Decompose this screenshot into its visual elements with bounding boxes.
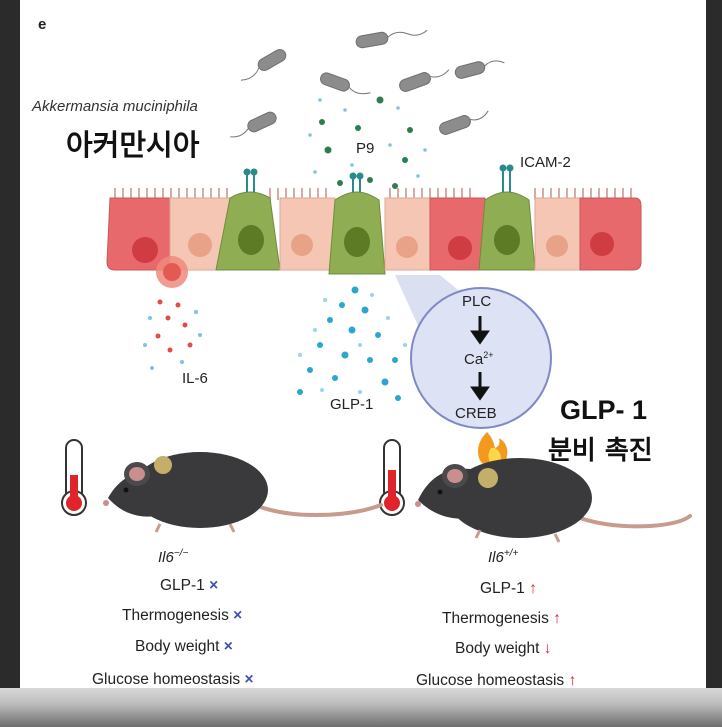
pathway-creb: CREB xyxy=(455,405,497,422)
il6-burst xyxy=(143,256,202,370)
zoom-projection xyxy=(395,275,470,330)
window-bottom-bar xyxy=(0,688,722,727)
enterocyte-peach xyxy=(279,197,336,271)
genotype-left: Il6−/− xyxy=(158,548,189,566)
outcome-left: Thermogenesis × xyxy=(122,607,243,624)
p9-fine-particles xyxy=(308,98,427,178)
bacterium xyxy=(240,49,287,81)
p9-particles xyxy=(319,96,413,189)
thermometer-icon-right xyxy=(379,439,405,516)
outcome-left: Body weight × xyxy=(135,638,233,655)
pathway-arrows xyxy=(470,316,490,401)
glp1-fine-particles xyxy=(298,293,407,394)
pathway-calcium: Ca2+ xyxy=(464,350,494,368)
bacterium xyxy=(230,111,277,138)
epithelium xyxy=(106,164,642,275)
enterocyte-peach xyxy=(534,197,581,271)
glp1-highlight-title: GLP- 1 xyxy=(560,395,648,425)
pathway-circle xyxy=(410,287,552,429)
enterocyte-red xyxy=(579,197,642,271)
p9-label: P9 xyxy=(356,140,375,157)
il6-label: IL-6 xyxy=(182,370,208,387)
figure-panel xyxy=(20,0,706,700)
outcome-right: Thermogenesis ↑ xyxy=(442,610,561,627)
bacterium xyxy=(454,60,505,79)
icam2-label: ICAM-2 xyxy=(520,154,571,171)
bacterium xyxy=(399,69,450,92)
pathway-plc: PLC xyxy=(462,293,492,310)
outcome-left: Glucose homeostasis × xyxy=(92,671,254,688)
bacterium xyxy=(320,72,371,95)
mouse-left xyxy=(103,452,383,533)
panel-letter: e xyxy=(38,16,47,33)
outcome-right: Body weight ↓ xyxy=(455,640,552,657)
glp1-secreted-label: GLP-1 xyxy=(330,396,374,413)
bacteria-group xyxy=(230,29,505,138)
outcome-right: GLP-1 ↑ xyxy=(480,580,537,597)
enterocyte-peach xyxy=(384,197,431,271)
outcome-left: GLP-1 × xyxy=(160,577,219,594)
mouse-right xyxy=(415,458,692,543)
bacterium xyxy=(355,29,428,49)
species-latin-name: Akkermansia muciniphila xyxy=(32,98,198,115)
thermometer-icon-left xyxy=(61,439,87,516)
glp1-particles xyxy=(297,286,401,401)
bacterium xyxy=(439,110,489,135)
outcome-right: Glucose homeostasis ↑ xyxy=(416,672,577,689)
species-korean-name: 아커만시아 xyxy=(66,128,200,162)
genotype-right: Il6+/+ xyxy=(488,548,519,566)
glp1-highlight-subtitle: 분비 촉진 xyxy=(548,436,653,466)
